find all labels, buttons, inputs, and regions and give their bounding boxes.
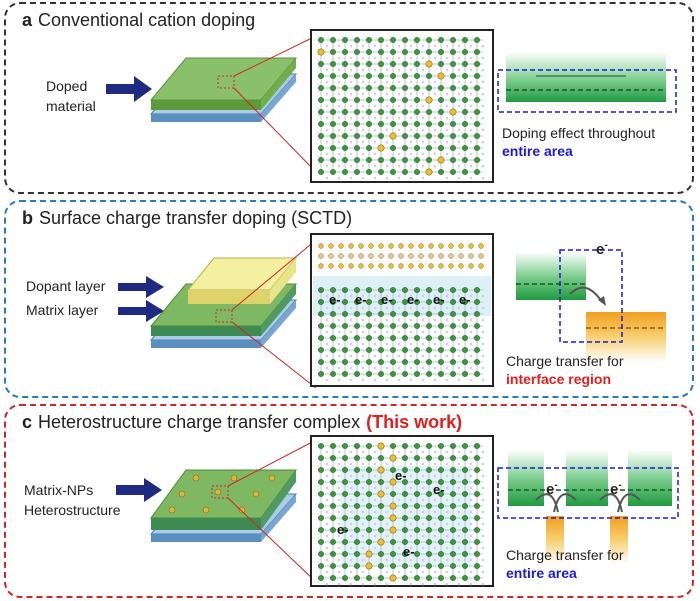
nps-arrow-icon <box>116 478 162 502</box>
zoom-lattice-b: e-e-e-e-e-e- <box>310 233 494 387</box>
panel-b-letter: b <box>22 208 33 228</box>
matrix-nps-line1: Matrix-NPs <box>24 482 94 498</box>
caption-b-line2: interface region <box>506 371 612 387</box>
band-c-e2-text: e <box>610 481 619 498</box>
band-diagram-b <box>516 249 666 362</box>
panel-a-letter: a <box>22 10 33 30</box>
panel-b-title: b Surface charge transfer doping (SCTD) <box>22 208 352 229</box>
svg-text:e-: e- <box>433 482 445 497</box>
caption-c-line1: Charge transfer for <box>506 547 624 563</box>
panel-c-letter: c <box>22 412 33 432</box>
band-c-e1-text: e <box>546 481 555 498</box>
svg-text:e-: e- <box>403 544 415 559</box>
matrix-layer-label: Matrix layer <box>26 302 99 318</box>
caption-a: Doping effect throughout entire area <box>502 124 655 160</box>
caption-a-line1: Doping effect throughout <box>502 125 656 141</box>
band-c-electron-1: e- <box>546 476 558 500</box>
band-diagram-c <box>497 450 679 564</box>
doped-label-line1: Doped <box>46 78 88 94</box>
caption-b-line1: Charge transfer for <box>506 353 624 369</box>
doped-material-label: Doped material <box>46 76 96 116</box>
band-b-electron-e: e <box>596 241 605 258</box>
panel-c-title-text: Heterostructure charge transfer complex <box>38 412 361 432</box>
zoom-lattice-c: e-e-e-e- <box>310 435 494 587</box>
sctd-layer-stack <box>149 239 317 389</box>
caption-c-line2: entire area <box>506 565 577 581</box>
band-b-electron: e- <box>596 236 608 260</box>
panel-b-title-text: Surface charge transfer doping (SCTD) <box>39 208 353 228</box>
svg-text:e-: e- <box>329 292 341 307</box>
panel-c-title-highlight: (This work) <box>366 412 463 432</box>
caption-a-line2: entire area <box>502 143 573 159</box>
band-diagram-a <box>497 52 677 113</box>
band-c-e1-sup: - <box>554 480 558 491</box>
zoom-lattice-a <box>310 29 494 183</box>
dopant-arrow-icon <box>118 276 164 298</box>
band-b-electron-sup: - <box>604 240 608 251</box>
band-c-e2-sup: - <box>618 480 622 491</box>
svg-text:e-: e- <box>337 522 349 537</box>
doped-material-slab <box>149 35 317 173</box>
caption-c: Charge transfer for entire area <box>506 546 624 582</box>
band-c-electron-2: e- <box>610 476 622 500</box>
matrix-arrow-icon <box>118 300 164 322</box>
svg-text:e-: e- <box>381 292 393 307</box>
doped-label-line2: material <box>46 98 96 114</box>
panel-b: b Surface charge transfer doping (SCTD) D… <box>4 200 694 398</box>
dopant-layer-label: Dopant layer <box>26 278 106 294</box>
panel-a-title-text: Conventional cation doping <box>38 10 256 30</box>
matrix-nps-line2: Heterostructure <box>24 502 121 518</box>
matrix-nps-label: Matrix-NPs Heterostructure <box>24 480 120 520</box>
svg-text:e-: e- <box>433 292 445 307</box>
svg-text:e-: e- <box>395 468 407 483</box>
svg-text:e-: e- <box>407 292 419 307</box>
heterostructure-slab <box>149 439 317 583</box>
svg-text:e-: e- <box>459 292 471 307</box>
caption-b: Charge transfer for interface region <box>506 352 624 388</box>
doped-arrow-icon <box>106 76 152 102</box>
svg-text:e-: e- <box>355 292 367 307</box>
